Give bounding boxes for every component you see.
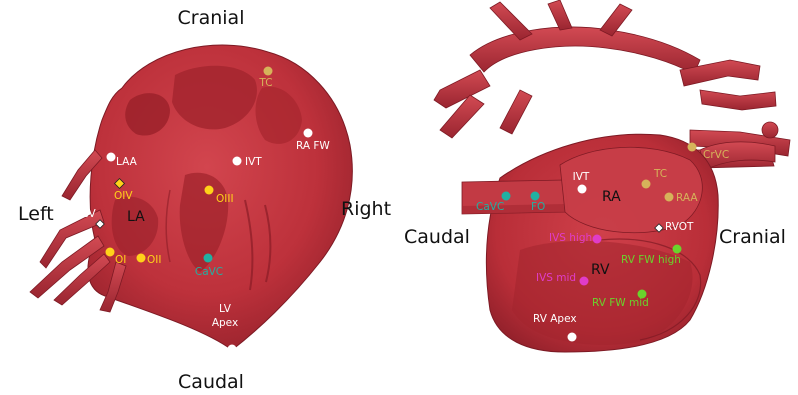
label-ivt-right: IVT — [573, 172, 590, 183]
marker-ivs-mid — [580, 277, 589, 286]
label-gcv: GCV — [73, 209, 96, 220]
label-fo: FO — [531, 202, 545, 213]
vessel-branch — [500, 90, 532, 134]
label-cavc-left: CaVC — [195, 267, 223, 278]
label-ivs-mid: IVS mid — [536, 273, 576, 284]
label-oiii: OIII — [216, 194, 234, 205]
label-ra-fw: RA FW — [296, 141, 330, 152]
orientation-right-label: Right — [341, 200, 391, 219]
vessel-branch — [548, 0, 572, 30]
label-rv-fw-high: RV FW high — [621, 255, 681, 266]
label-cavc-right: CaVC — [476, 202, 504, 213]
marker-ivs-high — [593, 235, 602, 244]
left-heart-model — [30, 45, 352, 353]
label-oii: OII — [147, 255, 161, 266]
vessel-branch — [700, 90, 776, 110]
marker-fo — [531, 192, 540, 201]
label-crvc: CrVC — [703, 150, 729, 161]
label-oi: OI — [115, 255, 126, 266]
orientation-caudal-right-label: Caudal — [404, 228, 470, 247]
orientation-left-label: Left — [18, 205, 54, 224]
marker-oi — [106, 248, 115, 257]
orientation-cranial-label: Cranial — [178, 9, 245, 28]
label-rvot: RVOT — [665, 222, 693, 233]
label-tc-right: TC — [654, 169, 667, 180]
label-lv: LV — [219, 304, 231, 315]
marker-tc — [264, 67, 273, 76]
label-oiv: OIV — [114, 191, 133, 202]
aortic-arch — [470, 27, 700, 74]
marker-cavc — [204, 254, 213, 263]
marker-laa — [107, 153, 116, 162]
vessel-end — [762, 122, 778, 138]
label-rv: RV — [591, 263, 610, 277]
marker-raa — [665, 193, 674, 202]
marker-oii — [137, 254, 146, 263]
label-laa: LAA — [116, 157, 137, 168]
label-ra: RA — [602, 190, 621, 204]
orientation-caudal-label: Caudal — [178, 373, 244, 392]
marker-rv-fw-high — [673, 245, 682, 254]
label-la: LA — [127, 210, 145, 224]
label-ivs-high: IVS high — [549, 233, 592, 244]
marker-crvc — [688, 143, 697, 152]
marker-tc — [642, 180, 651, 189]
marker-cavc — [502, 192, 511, 201]
marker-ra-fw — [304, 129, 313, 138]
marker-ivt — [578, 185, 587, 194]
label-apex: Apex — [212, 318, 238, 329]
label-ivt: IVT — [245, 157, 262, 168]
vessel-branch — [490, 2, 532, 40]
label-raa: RAA — [676, 193, 698, 204]
marker-rv-apex — [568, 333, 577, 342]
marker-lv-apex — [228, 345, 237, 354]
marker-ivt — [233, 157, 242, 166]
vessel-branch — [600, 4, 632, 36]
label-tc: TC — [259, 78, 272, 89]
label-rv-apex: RV Apex — [533, 314, 577, 325]
marker-oiii — [205, 186, 214, 195]
label-rv-fw-mid: RV FW mid — [592, 298, 649, 309]
orientation-cranial-right-label: Cranial — [719, 228, 786, 247]
